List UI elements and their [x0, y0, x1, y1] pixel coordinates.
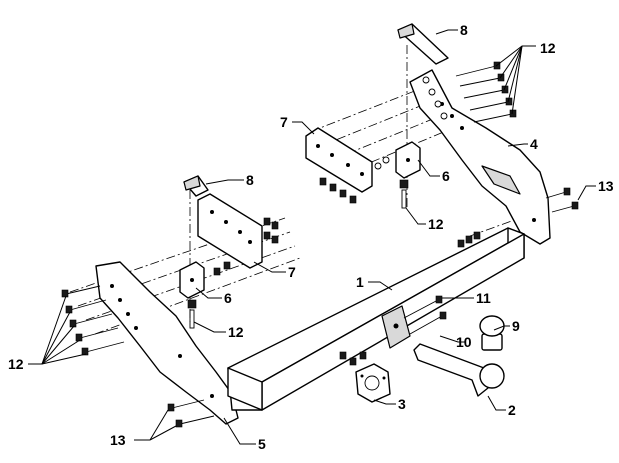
- callout-8-left: 8: [246, 172, 254, 188]
- socket-nuts: [339, 351, 367, 366]
- callout-13-bottom: 13: [110, 432, 126, 448]
- bottom-left-bolts: [167, 399, 215, 428]
- callout-8-top: 8: [460, 22, 468, 38]
- callout-11: 11: [476, 290, 491, 306]
- callout-7-top: 7: [280, 114, 288, 130]
- callout-1: 1: [356, 274, 364, 290]
- leader-lines: [41, 29, 596, 445]
- top-reinforcement-plate: [305, 127, 373, 193]
- callout-12-top-angle: 12: [428, 216, 444, 232]
- crossbar-nuts: [457, 231, 481, 248]
- callout-6-left: 6: [224, 290, 232, 306]
- callout-3: 3: [398, 396, 406, 412]
- callout-labels: 1 2 3 4 5 6 6 7 7 8 8 9 10 11 12 12 12 1…: [8, 22, 614, 452]
- callout-7-left: 7: [288, 264, 296, 280]
- right-mount-bolts: [545, 187, 579, 213]
- tow-ball-neck: [413, 343, 505, 397]
- tow-ball: [479, 315, 505, 351]
- left-side-bracket: [95, 261, 239, 425]
- top-angle-bolt: [399, 179, 409, 209]
- left-angle-bolt: [187, 299, 197, 329]
- left-plate-nuts: [213, 217, 279, 276]
- callout-6-top: 6: [442, 168, 450, 184]
- callout-13-right: 13: [598, 178, 614, 194]
- socket-plate: [355, 363, 391, 403]
- tow-ball-bolts: [403, 295, 447, 335]
- top-plate-nuts: [319, 156, 390, 204]
- left-reinforcement-plate: [197, 193, 263, 269]
- callout-2: 2: [508, 402, 516, 418]
- top-angle-bracket: [395, 141, 421, 179]
- callout-12-left-angle: 12: [228, 324, 244, 340]
- fasteners: [61, 61, 579, 428]
- main-crossbar: [227, 227, 525, 411]
- callout-4: 4: [530, 136, 538, 152]
- left-bolts: [61, 285, 125, 356]
- left-strap: [183, 175, 209, 197]
- callout-12-left: 12: [8, 356, 24, 372]
- callout-5: 5: [258, 436, 266, 452]
- callout-9: 9: [512, 318, 520, 334]
- callout-12-top-right: 12: [540, 40, 556, 56]
- callout-10: 10: [456, 334, 472, 350]
- top-strap: [397, 23, 449, 65]
- left-angle-bracket: [179, 261, 205, 299]
